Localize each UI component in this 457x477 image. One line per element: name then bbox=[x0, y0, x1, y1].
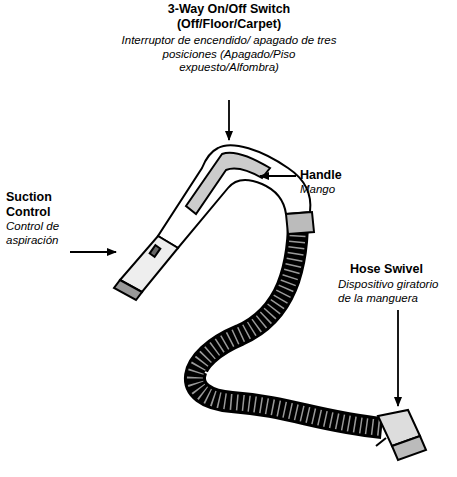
leader-arrows bbox=[70, 100, 398, 406]
hose bbox=[195, 205, 382, 428]
hose-swivel bbox=[376, 410, 426, 460]
callout-title: Suction Control bbox=[6, 190, 70, 220]
callout-title: Handle bbox=[300, 168, 380, 183]
callout-translation: Control de aspiración bbox=[6, 220, 78, 247]
callout-title: 3-Way On/Off Switch (Off/Floor/Carpet) bbox=[114, 2, 344, 32]
callout-translation: Mango bbox=[300, 183, 380, 197]
callout-translation: Dispositivo giratorio de la manguera bbox=[338, 278, 453, 305]
callout-title: Hose Swivel bbox=[350, 262, 450, 277]
callout-translation: Interruptor de encendido/ apagado de tre… bbox=[112, 34, 346, 75]
handle-body bbox=[114, 145, 314, 300]
